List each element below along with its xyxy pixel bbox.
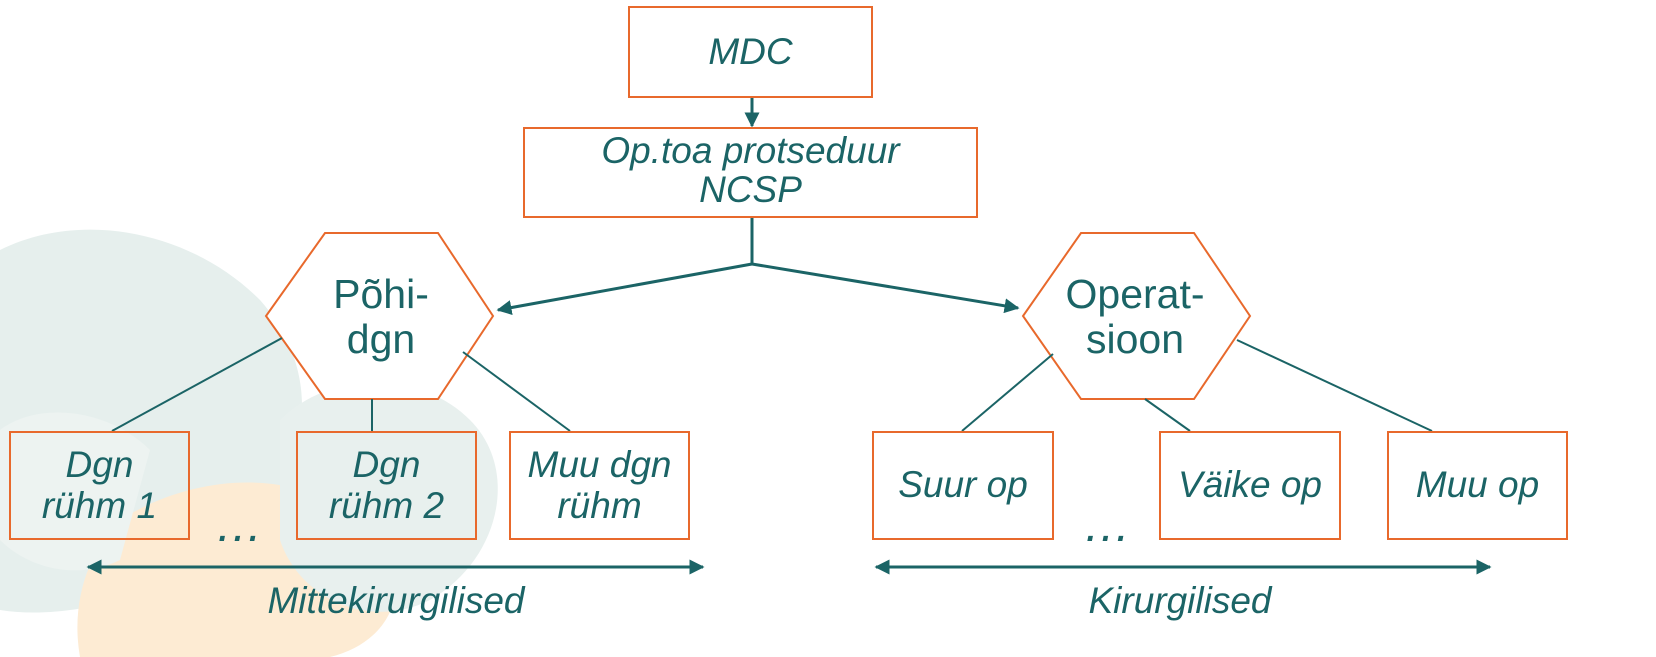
right-group-3: Muu op bbox=[1387, 431, 1568, 540]
right-group-1-label: Suur op bbox=[898, 464, 1028, 506]
left-group-1-line1: Dgn bbox=[65, 443, 134, 485]
right-group-1: Suur op bbox=[872, 431, 1054, 540]
connector-right-child-2 bbox=[1144, 398, 1191, 432]
procedure-box: Op.toa protseduur NCSP bbox=[523, 127, 978, 218]
right-hex-line1: Operat- bbox=[1065, 271, 1205, 317]
left-group-2: Dgn rühm 2 bbox=[296, 431, 477, 540]
left-group-2-line1: Dgn bbox=[352, 443, 421, 485]
connector-left-child-3 bbox=[462, 351, 571, 432]
left-group-1: Dgn rühm 1 bbox=[9, 431, 190, 540]
procedure-line1: Op.toa protseduur bbox=[601, 130, 900, 171]
connector-right-child-3 bbox=[1236, 339, 1433, 432]
connector-right-child-1 bbox=[961, 353, 1054, 432]
right-range-label: Kirurgilised bbox=[1088, 580, 1272, 621]
left-group-3: Muu dgn rühm bbox=[509, 431, 690, 540]
connector-to-right-hex bbox=[751, 262, 1020, 314]
left-hex-line1: Põhi- bbox=[333, 271, 429, 317]
left-group-3-line1: Muu dgn bbox=[527, 443, 672, 485]
right-hexagon bbox=[1021, 232, 1252, 400]
left-hexagon bbox=[264, 232, 495, 400]
right-ellipsis: … bbox=[1083, 499, 1135, 552]
left-group-3-line2: rühm bbox=[557, 484, 642, 526]
mdc-box: MDC bbox=[628, 6, 873, 98]
right-group-2-label: Väike op bbox=[1178, 464, 1322, 506]
left-ellipsis: … bbox=[215, 499, 267, 552]
left-hex-label: Põhi- dgn bbox=[286, 271, 476, 363]
connector-left-child-1 bbox=[111, 337, 283, 432]
right-hex-label: Operat- sioon bbox=[1040, 271, 1230, 363]
left-range-label: Mittekirurgilised bbox=[267, 580, 525, 621]
left-hex-line2: dgn bbox=[346, 316, 416, 363]
watermark-logo bbox=[0, 229, 498, 657]
connector-to-left-hex bbox=[496, 262, 753, 315]
left-group-2-line2: rühm 2 bbox=[328, 484, 445, 526]
left-group-1-line2: rühm 1 bbox=[41, 484, 158, 526]
right-hex-line2: sioon bbox=[1085, 316, 1184, 363]
right-group-3-label: Muu op bbox=[1415, 464, 1540, 506]
procedure-line2: NCSP bbox=[699, 168, 802, 210]
right-group-2: Väike op bbox=[1159, 431, 1341, 540]
mdc-label: MDC bbox=[708, 30, 793, 72]
